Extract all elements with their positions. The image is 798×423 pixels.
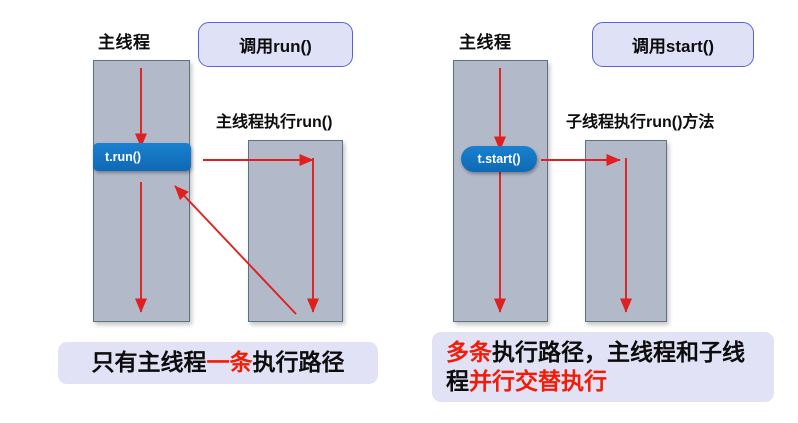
right-caption-banner: 多条执行路径，主线程和子线程并行交替执行 [432,332,774,402]
left-main-thread-header: 主线程 [98,33,151,52]
left-caption-part2: 执行路径 [252,349,345,376]
left-caption-banner: 只有主线程一条执行路径 [58,342,378,384]
right-method-pill-t-start[interactable]: t.start() [461,146,537,172]
right-caption-highlight2: 并行交替执行 [469,368,607,394]
right-caption-highlight1: 多条 [446,338,492,365]
right-main-thread-column [453,60,548,322]
right-caption-part1: 执行路径，主线程和子线程 [446,338,745,394]
right-child-thread-column [585,140,667,322]
left-side-label-main-executes-run: 主线程执行run() [216,114,333,131]
left-method-pill-t-run[interactable]: t.run() [93,143,191,171]
right-main-thread-header: 主线程 [459,33,512,52]
left-caption-highlight: 一条 [206,349,253,376]
right-callout-call-start: 调用start() [592,22,754,67]
left-run-target-column [248,140,343,322]
right-side-label-child-executes-run: 子线程执行run()方法 [566,114,715,131]
left-callout-call-run: 调用run() [198,22,353,67]
left-caption-part1: 只有主线程 [91,349,207,376]
left-main-thread-column [93,60,190,322]
